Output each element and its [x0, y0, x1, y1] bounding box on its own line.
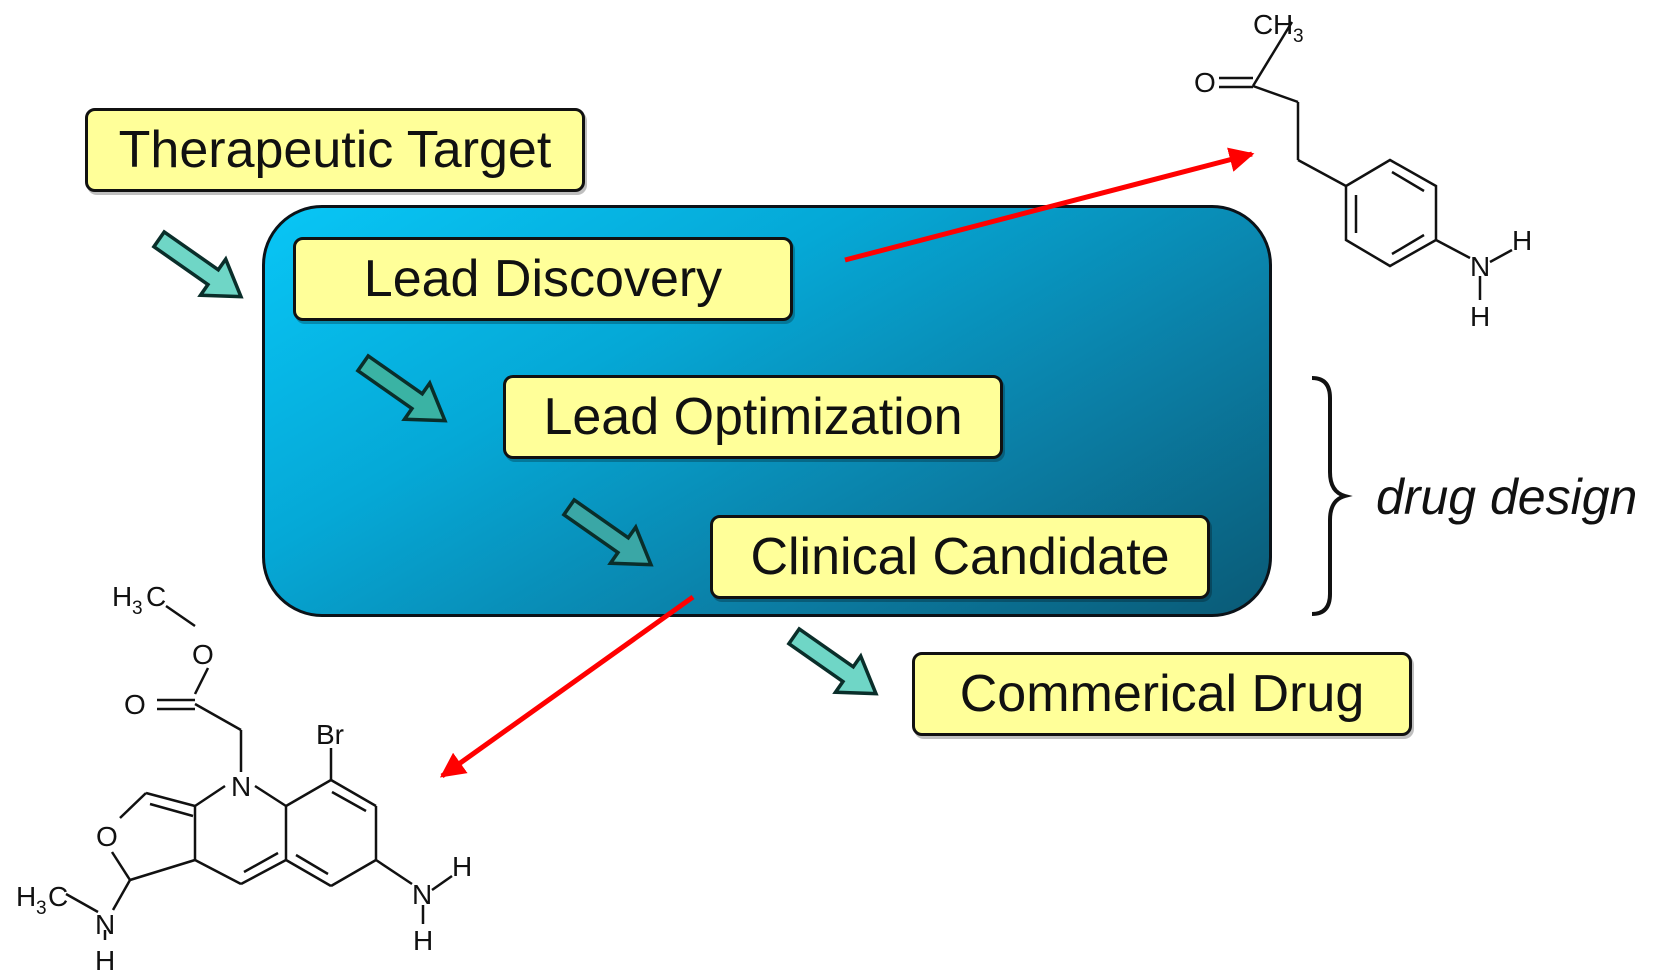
atom-h-amino-1: H: [452, 851, 472, 882]
atom-o-furan: O: [96, 821, 118, 852]
atom-o-top: O: [1194, 67, 1216, 98]
atom-o-ester: O: [192, 639, 214, 670]
atom-h1-top: H: [1512, 225, 1532, 256]
molecule-top: [1219, 21, 1513, 300]
pointer-arrow-top: [844, 147, 1255, 263]
drug-design-label: drug design: [1376, 469, 1638, 525]
atom-c-top: C: [1253, 9, 1273, 40]
commercial-drug-label: Commerical Drug: [959, 665, 1365, 723]
atom-h-methyl-top: H: [112, 581, 132, 612]
atom-br: Br: [316, 719, 344, 750]
atom-n-ring: N: [231, 771, 251, 802]
atom-h-top: H: [1273, 9, 1293, 40]
commercial-drug-box: Commerical Drug: [912, 652, 1412, 736]
atom-sub3-methyl-top: 3: [132, 598, 143, 619]
lead-optimization-box: Lead Optimization: [503, 375, 1003, 459]
flow-arrow-3: [561, 497, 654, 567]
atom-sub3-methyl-left: 3: [36, 898, 47, 919]
atom-h-amino-2: H: [413, 925, 433, 956]
atom-n-methylamino: N: [95, 909, 115, 940]
molecule-bottom: [65, 604, 453, 940]
atom-o-carbonyl: O: [124, 689, 146, 720]
therapeutic-target-box: Therapeutic Target: [85, 108, 585, 192]
flow-arrow-2: [355, 353, 448, 423]
flow-arrow-4: [786, 626, 879, 696]
atom-h-methyl-left: H: [16, 881, 36, 912]
lead-discovery-box: Lead Discovery: [293, 237, 793, 321]
atom-h2-top: H: [1470, 301, 1490, 332]
curly-brace: [1311, 376, 1353, 616]
lead-optimization-label: Lead Optimization: [543, 388, 963, 446]
atom-h-methylamino: H: [95, 945, 115, 976]
atom-c-methyl-left: C: [48, 881, 68, 912]
atom-sub3-top: 3: [1293, 26, 1304, 47]
atom-c-methyl-top: C: [146, 581, 166, 612]
lead-discovery-label: Lead Discovery: [363, 250, 723, 308]
clinical-candidate-box: Clinical Candidate: [710, 515, 1210, 599]
therapeutic-target-label: Therapeutic Target: [118, 121, 552, 179]
clinical-candidate-label: Clinical Candidate: [750, 528, 1170, 586]
pointer-arrow-bottom: [439, 594, 695, 779]
atom-n-top: N: [1470, 251, 1490, 282]
atom-n-amino: N: [412, 879, 432, 910]
flow-arrow-1: [151, 229, 244, 299]
